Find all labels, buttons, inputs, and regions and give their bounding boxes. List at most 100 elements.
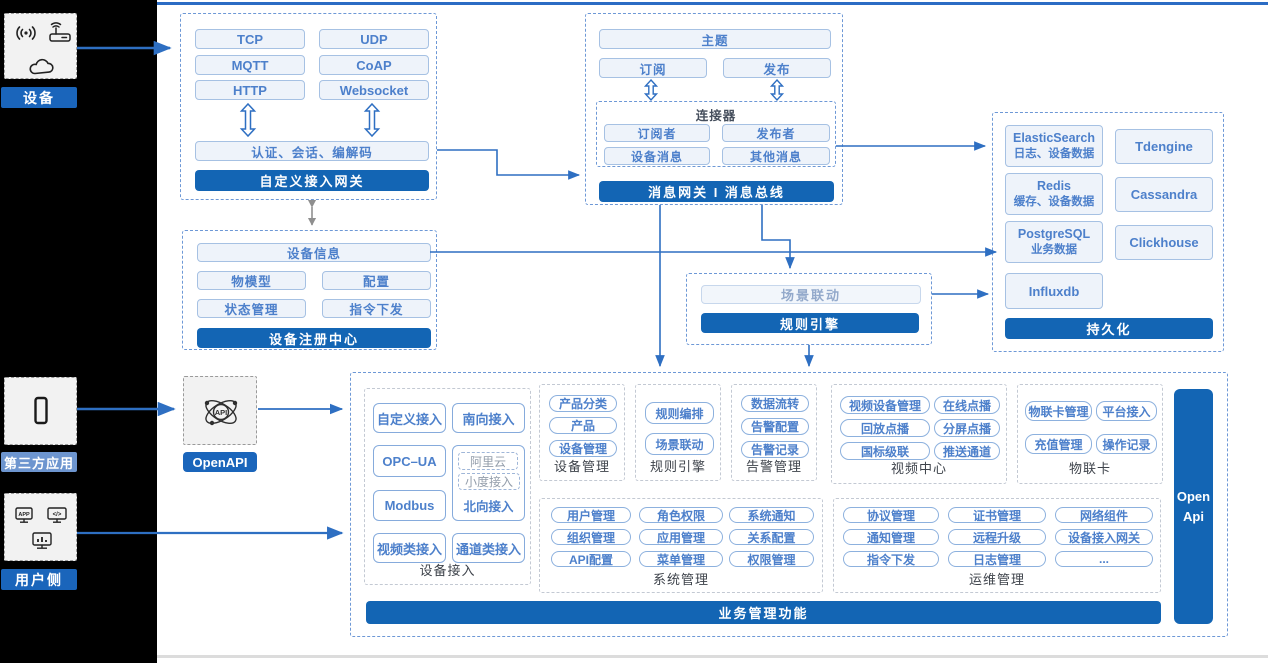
chip-gb-cascade: 国标级联: [840, 442, 930, 460]
chip-user-mgmt: 用户管理: [551, 507, 631, 523]
chip-app-mgmt: 应用管理: [639, 529, 723, 545]
access-aliyun: 阿里云: [458, 452, 518, 470]
device-registry-title: 设备注册中心: [268, 331, 359, 347]
protocol-http: HTTP: [195, 80, 305, 100]
device-registry-title-bar: 设备注册中心: [197, 328, 431, 348]
subscribe-pill: 订阅: [599, 58, 707, 78]
chip-platform-access: 平台接入: [1096, 401, 1157, 421]
thing-model-pill: 物模型: [197, 271, 306, 290]
message-gateway-box: 主题 订阅 发布 连接器 订阅者 发布者 设备消息 其他消息 消息网关 I 消息…: [585, 13, 843, 205]
rule-engine-box: 场景联动 规则引擎: [686, 273, 932, 345]
api-atom-icon: API: [199, 390, 243, 434]
chip-cert-mgmt: 证书管理: [948, 507, 1046, 523]
chip-data-flow: 数据流转: [741, 395, 809, 412]
db-postgresql-sub: 业务数据: [1031, 243, 1077, 256]
chip-iot-card-mgmt: 物联卡管理: [1025, 401, 1092, 421]
section-video-center: 视频设备管理 在线点播 回放点播 分屏点播 国标级联 推送通道 视频中心: [831, 384, 1007, 484]
user-side-box: APP </>: [4, 493, 77, 561]
config-pill: 配置: [322, 271, 431, 290]
third-party-rail-label-text: 第三方应用: [3, 455, 74, 471]
auth-session-codec-pill: 认证、会话、编解码: [195, 141, 429, 161]
db-postgresql: PostgreSQL 业务数据: [1005, 221, 1103, 263]
access-opcua: OPC–UA: [373, 445, 446, 477]
custom-gateway-title-bar: 自定义接入网关: [195, 170, 429, 191]
cloud-icon: [27, 56, 57, 78]
chip-recharge-mgmt: 充值管理: [1025, 434, 1092, 454]
open-api-vertical-bar: Open Api: [1174, 389, 1213, 624]
section-device-mgmt: 产品分类 产品 设备管理 设备管理: [539, 384, 625, 481]
chip-product: 产品: [549, 417, 617, 434]
db-redis: Redis 缓存、设备数据: [1005, 173, 1103, 215]
device-rail-label-text: 设备: [23, 89, 55, 106]
access-custom: 自定义接入: [373, 403, 446, 433]
connector-box: 连接器 订阅者 发布者 设备消息 其他消息: [596, 101, 836, 167]
openapi-label-bar: OpenAPI: [183, 452, 257, 472]
protocol-tcp: TCP: [195, 29, 305, 49]
chip-api-config: API配置: [551, 551, 631, 567]
custom-gateway-box: TCP UDP MQTT CoAP HTTP Websocket 认证、会话、编…: [180, 13, 437, 200]
device-message-pill: 设备消息: [604, 147, 710, 165]
db-redis-name: Redis: [1036, 179, 1072, 194]
command-dispatch-pill: 指令下发: [322, 299, 431, 318]
chip-device-mgmt: 设备管理: [549, 440, 617, 457]
db-elasticsearch: ElasticSearch 日志、设备数据: [1005, 125, 1103, 167]
db-postgresql-name: PostgreSQL: [1017, 227, 1091, 242]
protocol-udp: UDP: [319, 29, 429, 49]
open-api-line2: Api: [1183, 508, 1204, 524]
svg-text:</>: </>: [53, 512, 62, 518]
db-influxdb: Influxdb: [1005, 273, 1103, 309]
access-channel: 通道类接入: [452, 533, 525, 563]
publish-pill: 发布: [723, 58, 831, 78]
chip-org-mgmt: 组织管理: [551, 529, 631, 545]
device-info-pill: 设备信息: [197, 243, 431, 262]
third-party-rail-label: 第三方应用: [1, 452, 77, 472]
section-ops-mgmt-label: 运维管理: [968, 572, 1025, 587]
section-video-center-label: 视频中心: [890, 461, 947, 476]
other-message-pill: 其他消息: [722, 147, 830, 165]
persistence-title: 持久化: [1086, 322, 1132, 337]
chip-role-permission: 角色权限: [639, 507, 723, 523]
chip-live-play: 在线点播: [934, 396, 1000, 414]
protocol-websocket: Websocket: [319, 80, 429, 100]
chip-operation-record: 操作记录: [1096, 434, 1157, 454]
chip-protocol-mgmt: 协议管理: [843, 507, 939, 523]
status-mgmt-pill: 状态管理: [197, 299, 306, 318]
message-gateway-title: 消息网关 I 消息总线: [648, 185, 785, 200]
section-iot-card: 物联卡管理 平台接入 充值管理 操作记录 物联卡: [1017, 384, 1163, 484]
device-source-box: [4, 13, 77, 79]
section-iot-card-label: 物联卡: [1068, 461, 1111, 476]
chip-relation-config: 关系配置: [729, 529, 814, 545]
chip-scene-linkage: 场景联动: [645, 433, 714, 455]
section-system-mgmt: 用户管理 角色权限 系统通知 组织管理 应用管理 关系配置 API配置 菜单管理…: [539, 498, 823, 593]
open-api-line1: Open: [1176, 489, 1211, 504]
db-cassandra: Cassandra: [1115, 177, 1213, 212]
svg-text:API: API: [215, 408, 228, 417]
business-management-box: 自定义接入 南向接入 OPC–UA 阿里云 小度接入 北向接入 Modbus 视…: [350, 372, 1228, 637]
third-party-box: [4, 377, 77, 445]
chip-alarm-config: 告警配置: [741, 418, 809, 435]
persistence-box: ElasticSearch 日志、设备数据 Tdengine Redis 缓存、…: [992, 112, 1224, 352]
section-rule-engine: 规则编排 场景联动 规则引擎: [635, 384, 721, 481]
publisher-pill: 发布者: [722, 124, 830, 142]
db-redis-sub: 缓存、设备数据: [1013, 195, 1095, 208]
db-elasticsearch-sub: 日志、设备数据: [1013, 147, 1095, 160]
svg-text:APP: APP: [18, 512, 30, 518]
bottom-divider-line: [157, 655, 1268, 658]
chip-permission-mgmt: 权限管理: [729, 551, 814, 567]
db-clickhouse: Clickhouse: [1115, 225, 1213, 260]
chip-command-dispatch: 指令下发: [843, 551, 939, 567]
chip-split-screen: 分屏点播: [934, 419, 1000, 437]
chip-remote-upgrade: 远程升级: [948, 529, 1046, 545]
subscriber-pill: 订阅者: [604, 124, 710, 142]
topic-pill: 主题: [599, 29, 831, 49]
section-rule-engine-label: 规则引擎: [649, 459, 706, 474]
chip-rule-orchestration: 规则编排: [645, 402, 714, 424]
section-device-mgmt-label: 设备管理: [553, 459, 610, 474]
section-ops-mgmt: 协议管理 证书管理 网络组件 通知管理 远程升级 设备接入网关 指令下发 日志管…: [833, 498, 1161, 593]
section-alarm-mgmt: 数据流转 告警配置 告警记录 告警管理: [731, 384, 817, 481]
app-window-icon: APP: [14, 506, 34, 524]
access-southbound: 南向接入: [452, 403, 525, 433]
code-window-icon: </>: [46, 506, 68, 524]
chip-push-channel: 推送通道: [934, 442, 1000, 460]
chip-product-category: 产品分类: [549, 395, 617, 412]
